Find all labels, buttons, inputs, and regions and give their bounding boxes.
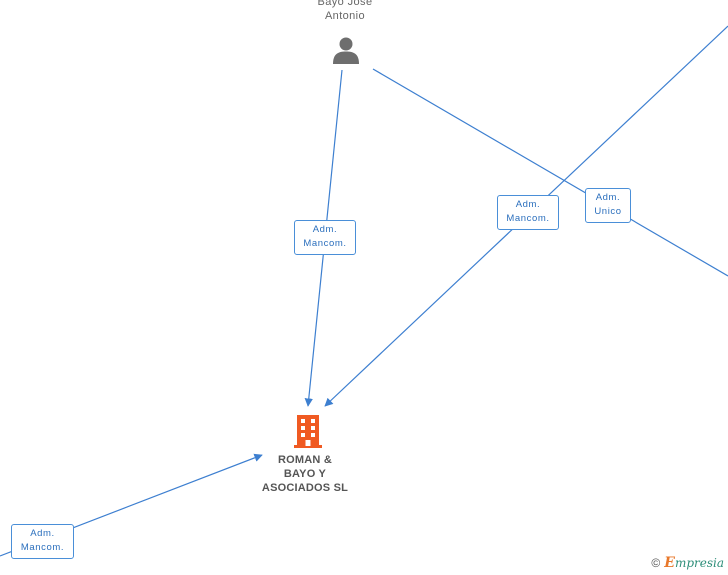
company-name-label[interactable]: ROMAN & BAYO Y ASOCIADOS SL <box>245 453 365 495</box>
edge-label-topright-company[interactable]: Adm. Mancom. <box>497 195 559 230</box>
edge-label-line2: Mancom. <box>20 542 65 553</box>
brand-rest: mpresia <box>674 556 724 570</box>
edge-label-line1: Adm. <box>30 528 55 539</box>
company-name-line2: BAYO Y <box>283 468 327 480</box>
edge-label-line2: Unico <box>594 206 622 217</box>
person-name-line1: Bayo Jose <box>317 0 373 8</box>
copyright-symbol: © <box>651 556 661 570</box>
empresia-watermark: © Empresia <box>651 555 724 571</box>
edge-label-line1: Adm. <box>515 199 541 210</box>
company-name-line3: ASOCIADOS SL <box>261 482 349 494</box>
edge-label-person-company[interactable]: Adm. Mancom. <box>294 220 356 255</box>
edge-label-line1: Adm. <box>595 192 621 203</box>
brand-initial: E <box>664 555 675 571</box>
person-icon[interactable] <box>331 35 361 65</box>
person-name-line2: Antonio <box>324 10 366 22</box>
person-name-label: Bayo Jose Antonio <box>285 0 405 23</box>
empresia-logo: Empresia <box>664 555 724 571</box>
edge-person-to-right[interactable] <box>372 68 728 277</box>
edge-label-line1: Adm. <box>312 224 338 235</box>
edge-label-person-right[interactable]: Adm. Unico <box>585 188 631 223</box>
edge-label-line2: Mancom. <box>303 238 347 249</box>
edge-label-line2: Mancom. <box>506 213 550 224</box>
company-name-line1: ROMAN & <box>278 454 332 466</box>
building-icon[interactable] <box>292 413 324 449</box>
edge-label-bottomleft-company[interactable]: Adm. Mancom. <box>11 524 74 559</box>
